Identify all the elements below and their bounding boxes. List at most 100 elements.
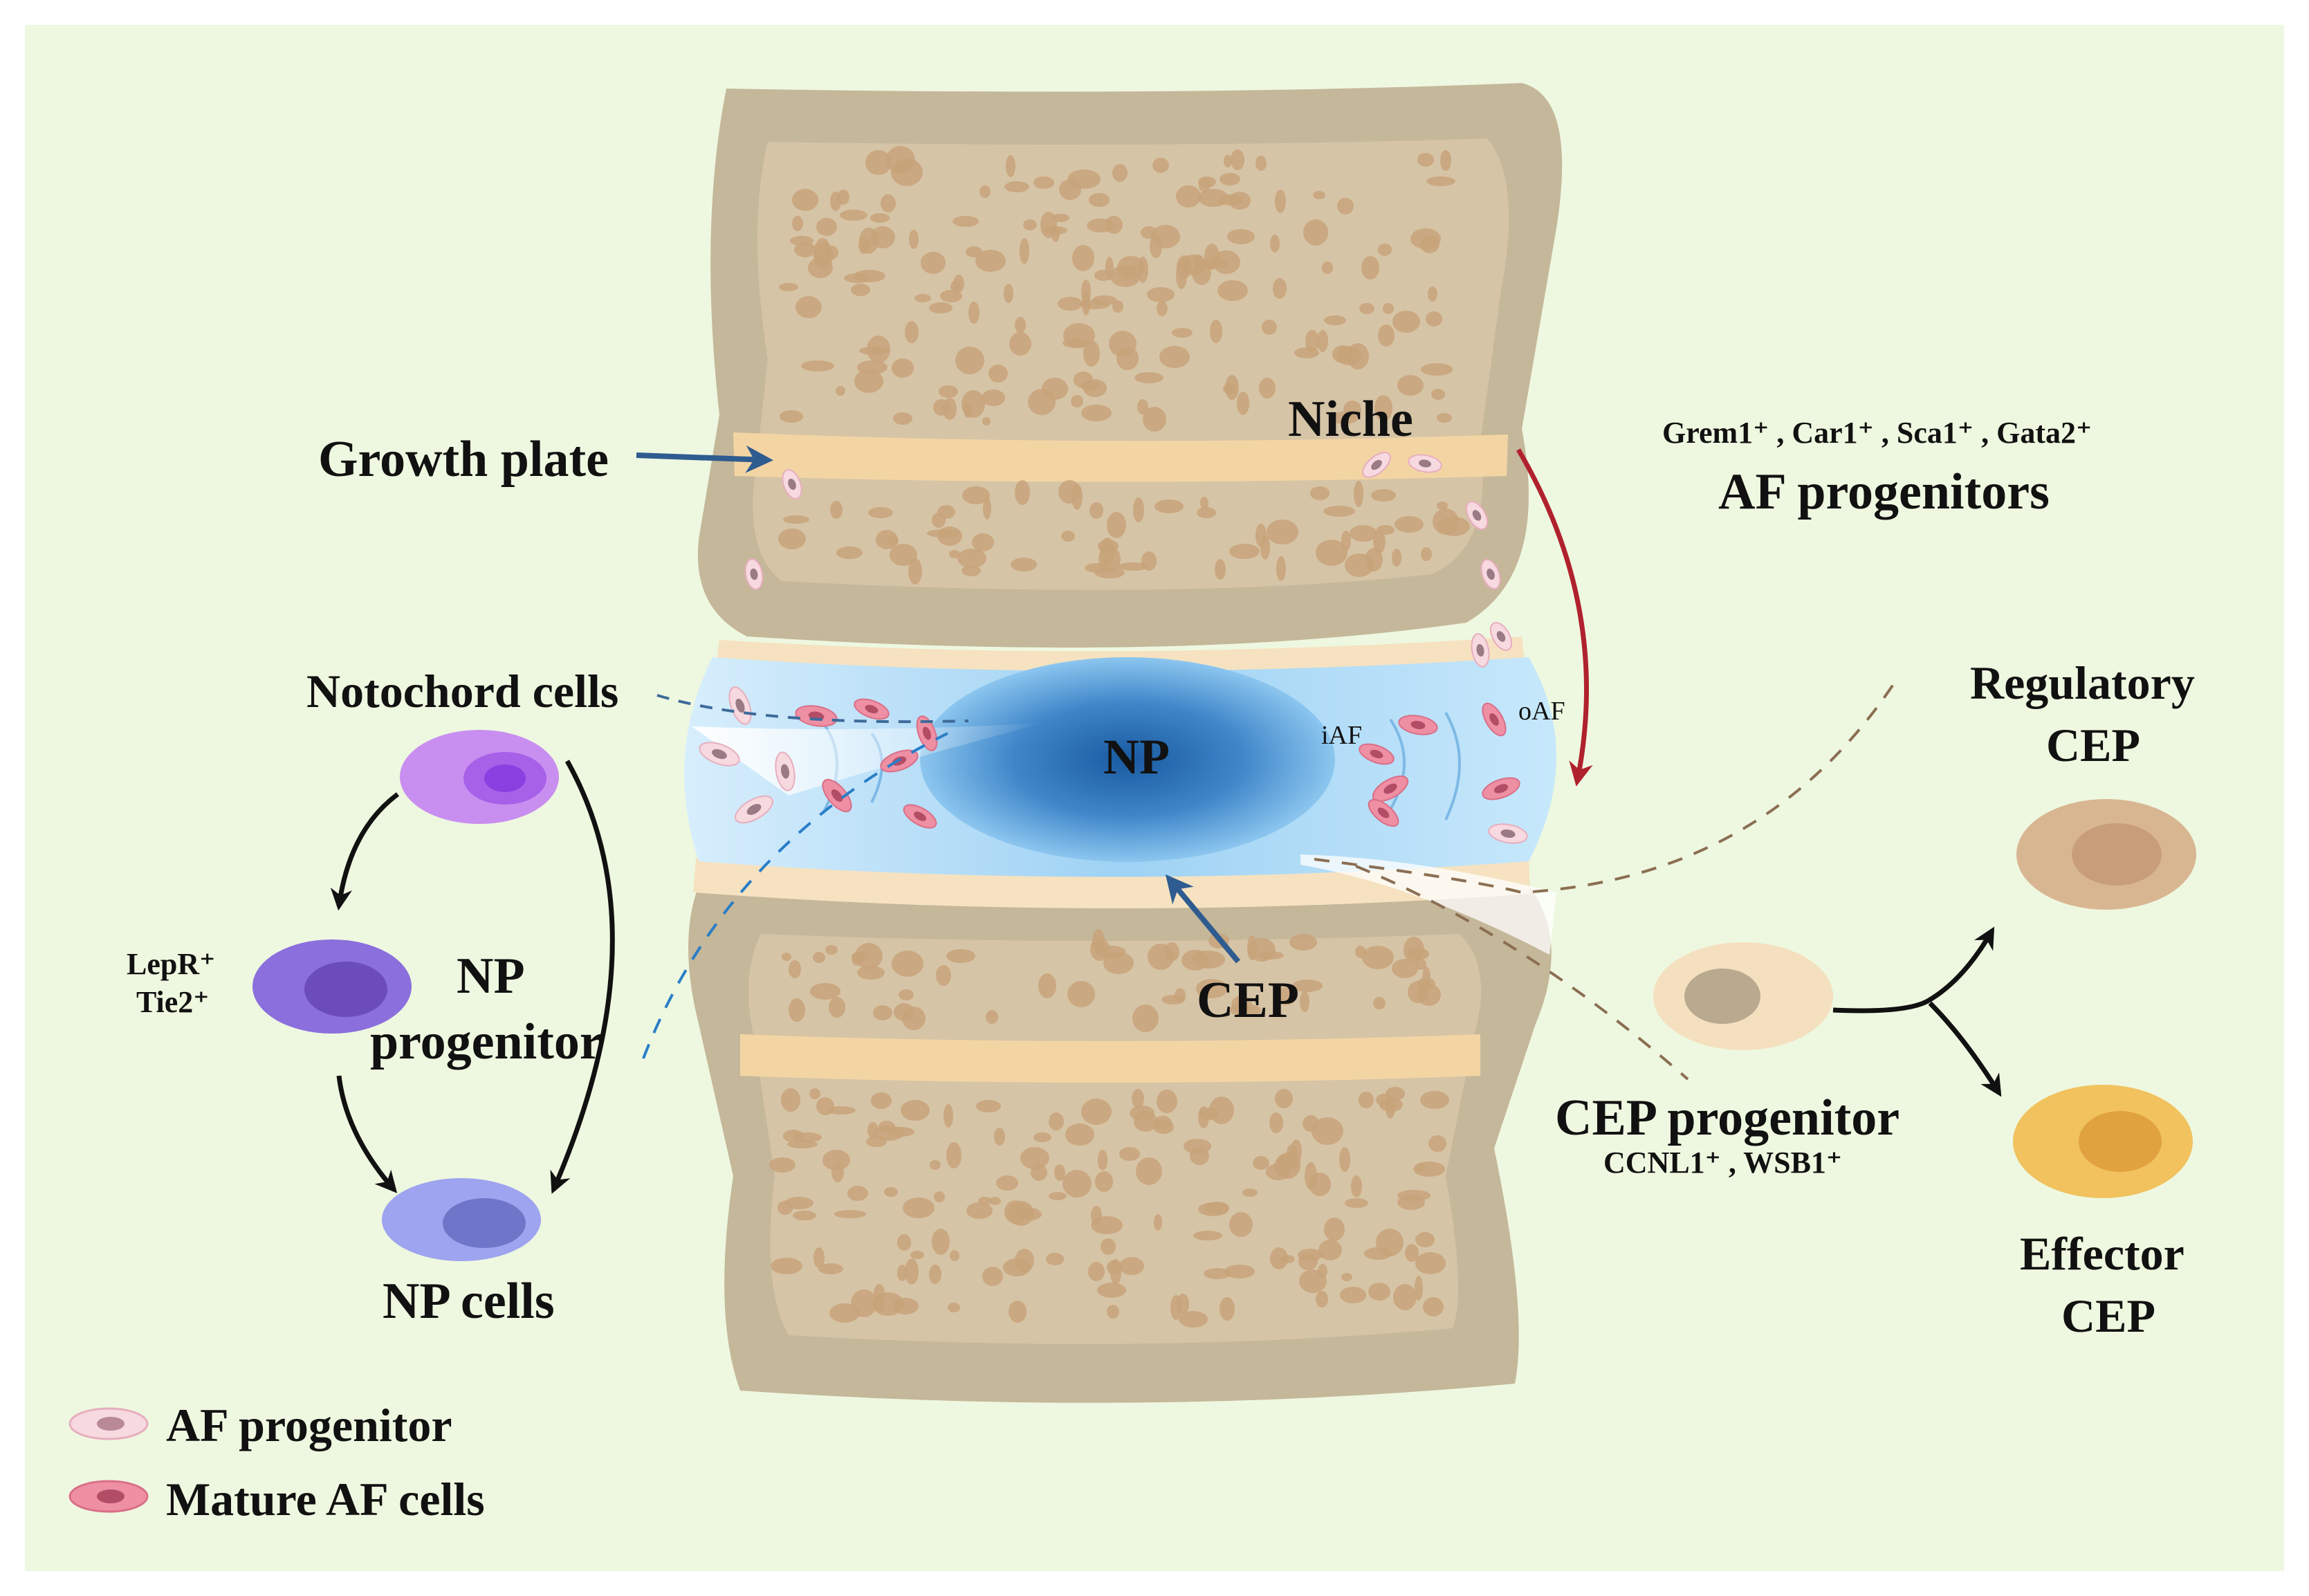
bone-pore: [834, 1210, 866, 1218]
af-cell: [916, 715, 938, 751]
bone-pore: [1081, 1099, 1112, 1125]
bone-pore: [1107, 1305, 1119, 1319]
bone-pore: [1152, 158, 1169, 173]
bone-pore: [1085, 563, 1110, 573]
bone-pore: [1059, 179, 1081, 200]
af-cell: [1398, 715, 1438, 735]
effector-cep-label-line2: CEP: [2061, 1290, 2155, 1342]
bone-pore: [1362, 946, 1394, 969]
bone-pore: [939, 385, 958, 398]
cells-panel: [252, 730, 2196, 1261]
bone-pore: [873, 1005, 892, 1020]
af-cell: [1489, 622, 1513, 651]
af-cell: [1482, 702, 1507, 737]
bone-pore: [1199, 178, 1210, 192]
bone-pore: [1107, 512, 1126, 538]
bone-pore: [881, 194, 896, 212]
bone-pore: [1134, 372, 1163, 383]
cep-progenitor-label: CEP progenitor: [1555, 1090, 1899, 1146]
nucleus-pulposus: [920, 657, 1335, 862]
bone-pore: [1337, 198, 1354, 214]
cep-label: CEP: [1197, 972, 1299, 1029]
af-cell: [1408, 454, 1442, 473]
bone-pore: [1091, 1206, 1102, 1225]
bone-pore: [1223, 383, 1237, 394]
bone-pore: [851, 284, 870, 296]
bone-pore: [1420, 1091, 1449, 1109]
bone-pore: [1094, 270, 1112, 281]
bone-pore: [1132, 1089, 1144, 1108]
bone-pore: [1172, 328, 1193, 338]
bone-pore: [983, 497, 991, 520]
bone-pore: [1410, 228, 1441, 249]
bone-pore: [1275, 1089, 1293, 1108]
af-cell: [854, 698, 890, 720]
bone-pore: [1260, 535, 1270, 560]
bone-pore: [1062, 338, 1090, 348]
bone-pore: [1340, 1287, 1366, 1303]
bone-pore: [1098, 1150, 1107, 1171]
bone-pore: [1354, 481, 1363, 507]
bone-pore: [1015, 1249, 1034, 1272]
bone-pore: [1062, 1170, 1092, 1198]
bone-pore: [1336, 346, 1361, 365]
bone-pore: [1065, 1123, 1094, 1146]
bone-pore: [1224, 155, 1232, 167]
legend-af-progenitor-label: AF progenitor: [166, 1399, 452, 1451]
bone-pore: [1259, 378, 1276, 398]
bone-pore: [1373, 530, 1386, 553]
bone-pore: [830, 501, 843, 519]
bone-pore: [801, 360, 834, 372]
bone-pore: [1392, 959, 1418, 978]
np-progenitor-to-np-cells-arrow: [336, 1075, 398, 1193]
lower-growth-plate: [740, 1034, 1480, 1083]
bone-pore: [1421, 363, 1453, 376]
bone-pore: [940, 290, 962, 302]
bone-pore: [1116, 347, 1139, 370]
bone-pore: [1220, 173, 1240, 185]
bone-pore: [1350, 525, 1377, 542]
bone-pore: [1164, 942, 1179, 962]
bone-pore: [789, 998, 805, 1022]
bone-pore: [1415, 1232, 1435, 1247]
bone-pore: [1154, 1214, 1162, 1231]
bone-pore: [1220, 1297, 1235, 1321]
bone-pore: [1255, 156, 1267, 171]
bone-pore: [1273, 278, 1287, 299]
bone-pore: [1033, 1132, 1051, 1142]
cep-progenitor-branch: [1832, 926, 1995, 1013]
bone-pore: [822, 1150, 850, 1171]
bone-pore: [1117, 562, 1149, 571]
bone-pore: [968, 302, 979, 324]
niche-label: Niche: [1288, 391, 1413, 448]
bone-pore: [1341, 1273, 1352, 1281]
bone-pore: [1417, 153, 1434, 167]
af-cell: [1372, 776, 1409, 802]
bone-pore: [1351, 1175, 1362, 1198]
bone-pore: [953, 216, 979, 227]
np-progenitor-label-line1: NP: [457, 948, 525, 1005]
bone-pore: [1324, 1218, 1345, 1241]
bone-pore: [1235, 1002, 1246, 1016]
bone-pore: [1159, 346, 1190, 368]
bone-pore: [1157, 301, 1168, 316]
bone-pore: [1072, 245, 1094, 271]
af-cell: [1362, 452, 1391, 478]
bone-pore: [1112, 164, 1128, 182]
notochord-cells-label: Notochord cells: [306, 665, 618, 717]
bone-pore: [908, 558, 922, 585]
bone-pore: [1359, 1092, 1374, 1108]
bone-pore: [1300, 991, 1309, 1012]
bone-pore: [1270, 235, 1280, 253]
bone-pore: [1009, 1301, 1027, 1323]
bone-pore: [1101, 1238, 1116, 1255]
np-progenitor-label-line2: progenitor: [370, 1013, 602, 1070]
bone-pore: [892, 951, 923, 977]
bone-pore: [1082, 292, 1090, 315]
bone-pore: [1437, 413, 1452, 423]
bone-pore: [1379, 1098, 1403, 1112]
cep-progenitor-cell: [1653, 942, 1833, 1050]
bone-pore: [1204, 1268, 1231, 1279]
bone-pore: [1176, 185, 1201, 208]
